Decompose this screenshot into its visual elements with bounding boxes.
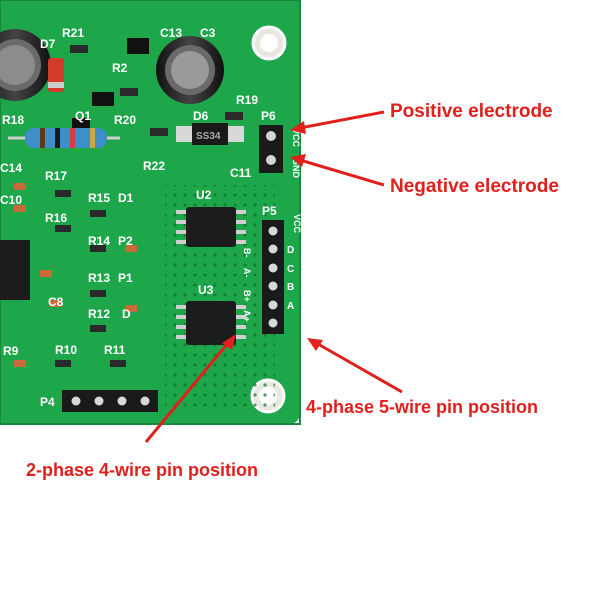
label-r19: R19	[236, 93, 258, 107]
label-c11: C11	[230, 166, 252, 180]
capacitor-left	[0, 29, 51, 101]
label-d1: D1	[118, 191, 134, 205]
label-pin-am: A-	[242, 268, 252, 278]
diode-ss34	[192, 123, 228, 145]
label-c3: C3	[200, 26, 216, 40]
label-gnd-p6: GND	[291, 158, 301, 179]
arrow-two-phase	[144, 342, 230, 443]
label-ss34: SS34	[196, 131, 221, 142]
label-p2: P2	[118, 234, 133, 248]
label-r17: R17	[45, 169, 67, 183]
chip-u3	[176, 301, 246, 345]
label-r22: R22	[143, 159, 165, 173]
label-c10: C10	[0, 193, 22, 207]
label-r18: R18	[2, 113, 24, 127]
label-r21: R21	[62, 26, 84, 40]
label-pin-d: D	[287, 245, 294, 256]
label-r12: R12	[88, 307, 110, 321]
label-vcc-p5: VCC	[292, 214, 302, 234]
label-p5: P5	[262, 204, 277, 218]
label-r9: R9	[3, 344, 19, 358]
negative-electrode-label: Negative electrode	[390, 176, 559, 197]
four-phase-pin-label: 4-phase 5-wire pin position	[306, 397, 539, 417]
label-pin-a: A	[287, 301, 294, 312]
label-c13: C13	[160, 26, 182, 40]
annotation-arrows	[144, 110, 403, 443]
label-r14: R14	[88, 234, 110, 248]
positive-electrode-label: Positive electrode	[390, 101, 553, 122]
label-p1: P1	[118, 271, 133, 285]
capacitor-right	[156, 36, 224, 104]
label-r16: R16	[45, 211, 67, 225]
label-r20: R20	[114, 113, 136, 127]
arrow-negative	[299, 158, 385, 187]
label-vcc-p6: VCC	[291, 128, 301, 148]
resistor-r18	[8, 128, 120, 148]
label-pin-bm: B-	[242, 248, 252, 258]
label-q1: Q1	[75, 109, 91, 123]
header-p4	[62, 390, 158, 412]
label-r10: R10	[55, 343, 77, 357]
header-p6	[259, 125, 283, 173]
label-u2: U2	[196, 188, 212, 202]
label-r11: R11	[104, 343, 126, 357]
two-phase-pin-label: 2-phase 4-wire pin position	[26, 460, 259, 480]
label-pin-bp: B+	[242, 290, 252, 302]
label-pin-c: C	[287, 264, 294, 275]
label-c14: C14	[0, 161, 22, 175]
header-p5	[262, 220, 284, 334]
chip-u2	[176, 207, 246, 247]
label-pin-ap: A+	[242, 310, 252, 322]
arrow-positive	[299, 110, 385, 130]
label-d-pad: D	[122, 307, 131, 321]
label-d6: D6	[193, 109, 209, 123]
label-r2: R2	[112, 61, 128, 75]
label-c8: C8	[48, 295, 64, 309]
label-r13: R13	[88, 271, 110, 285]
mounting-hole-top	[251, 25, 287, 61]
label-pin-b: B	[287, 282, 294, 293]
label-r15: R15	[88, 191, 110, 205]
arrow-four-phase	[317, 342, 403, 394]
label-p4: P4	[40, 395, 55, 409]
label-u3: U3	[198, 283, 214, 297]
label-p6: P6	[261, 109, 276, 123]
label-d7: D7	[40, 37, 56, 51]
